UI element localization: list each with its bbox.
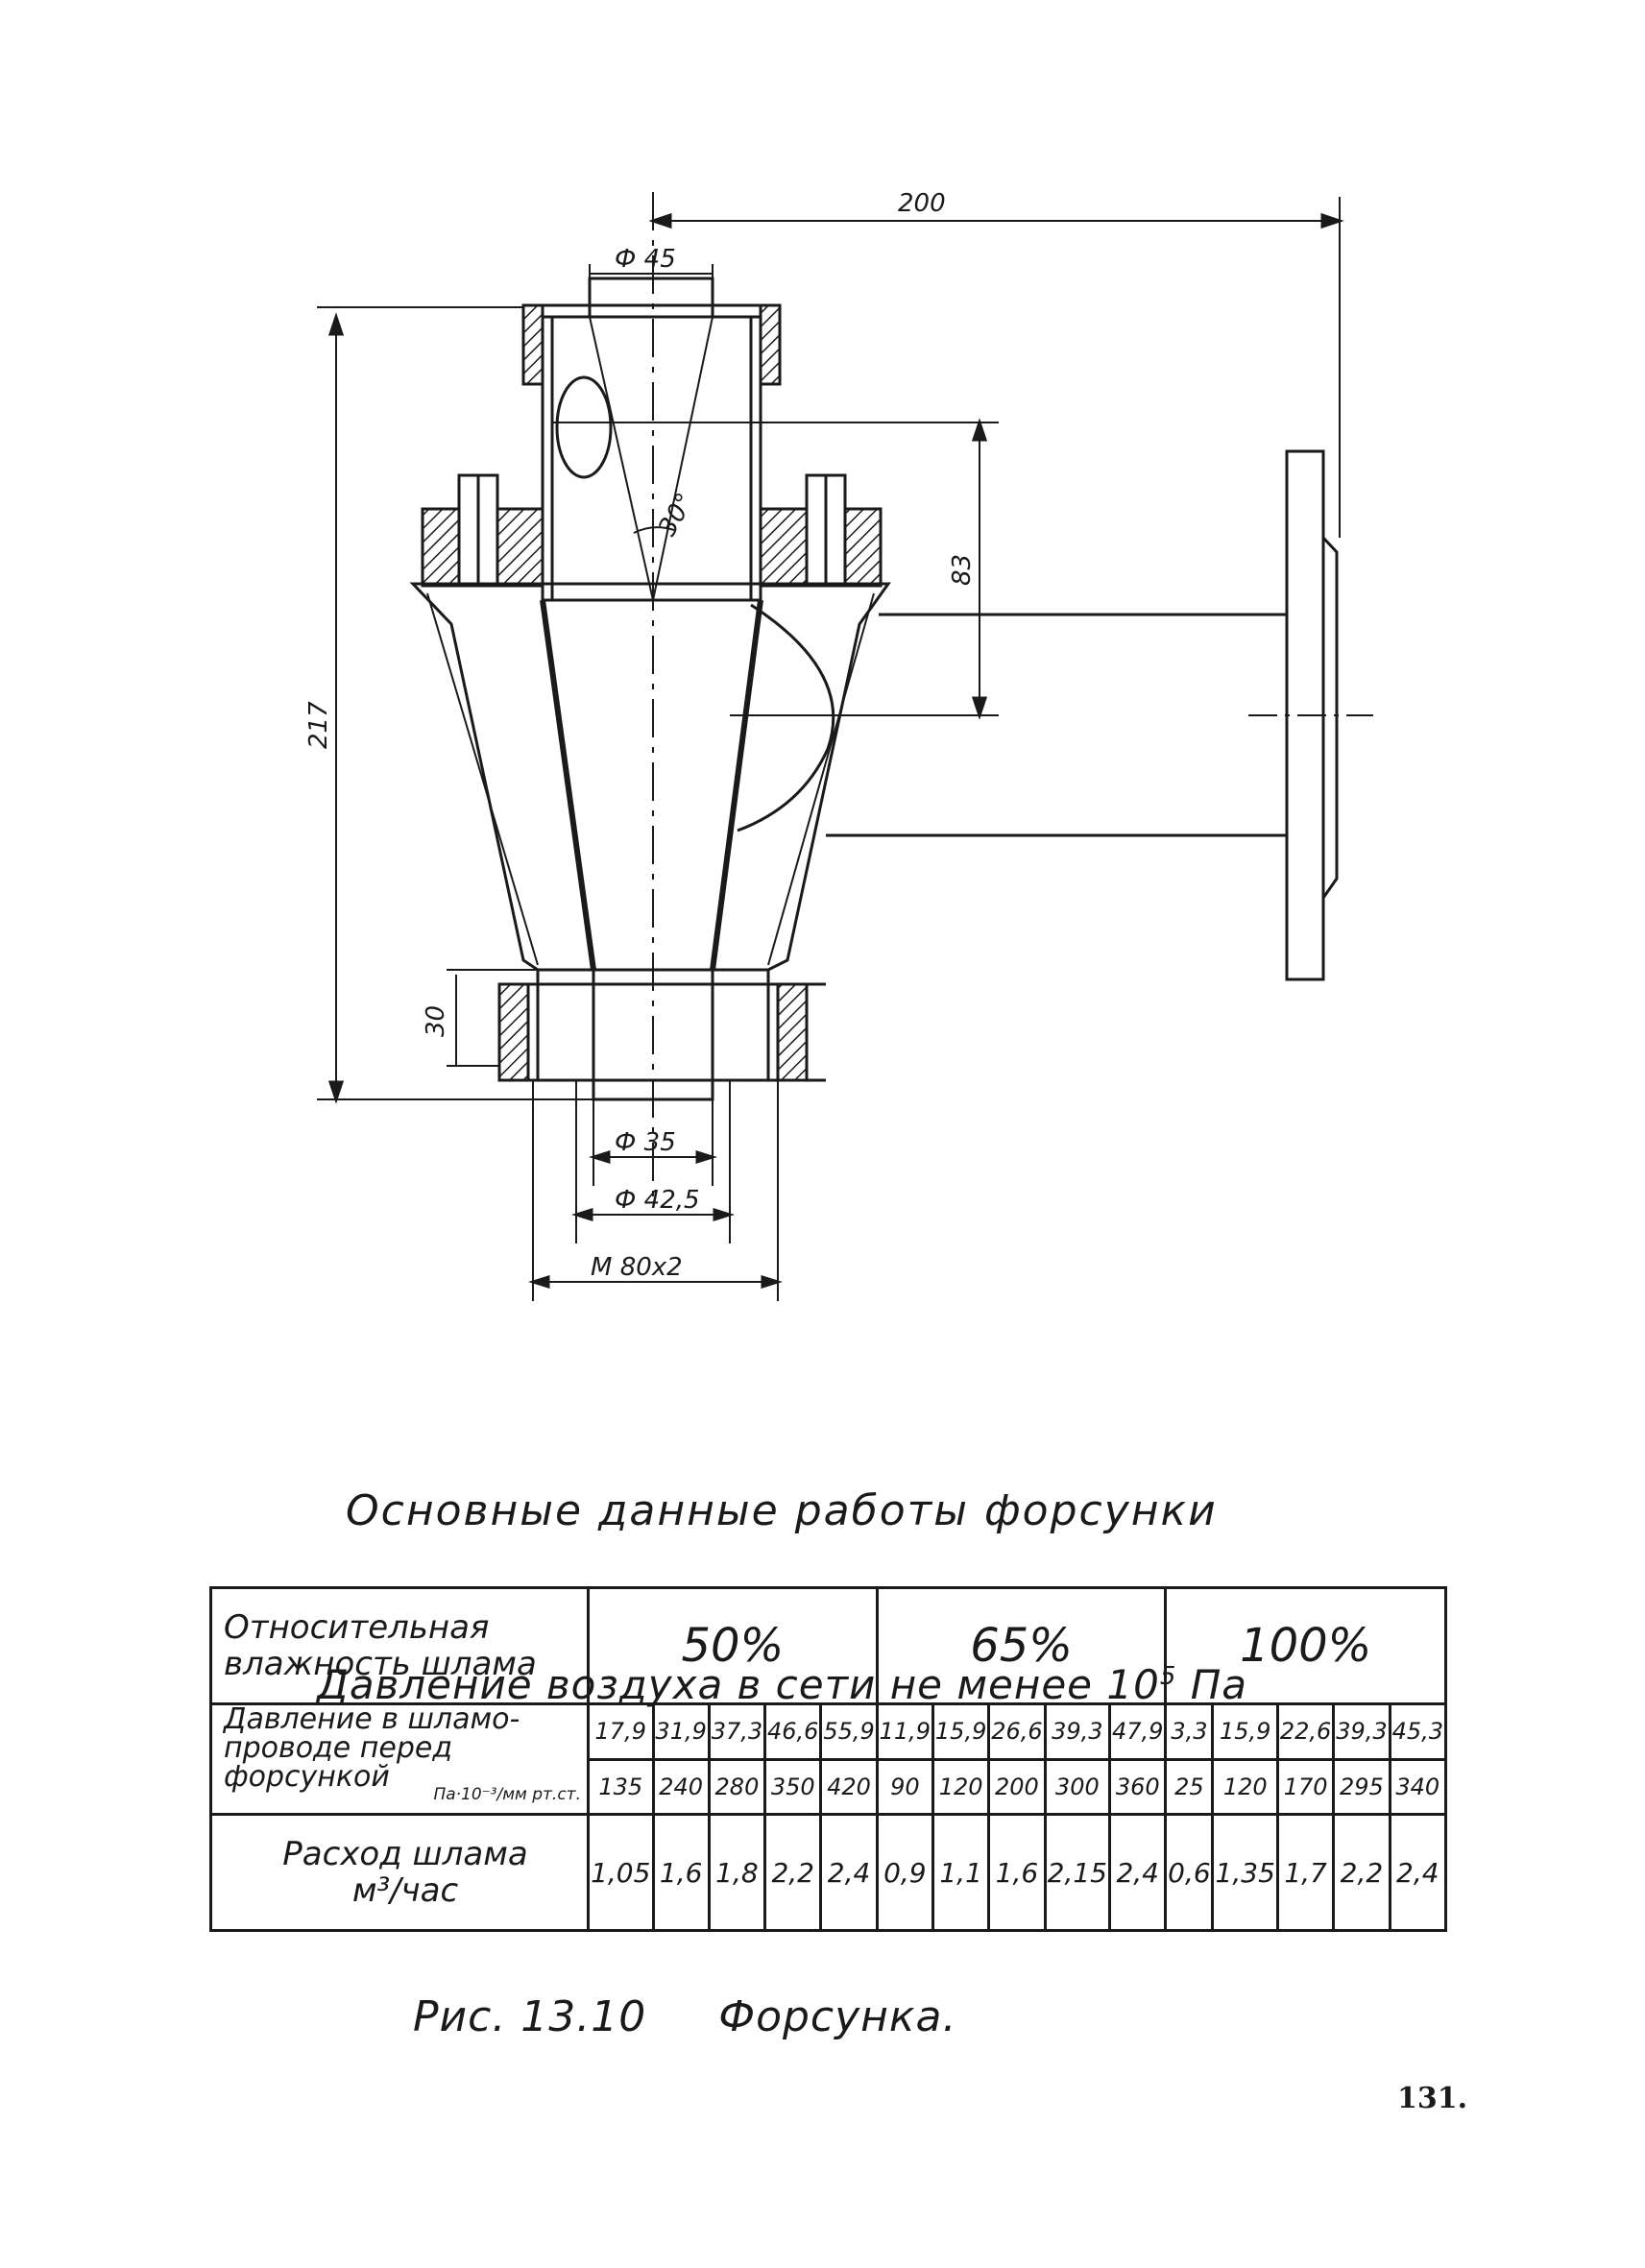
dim-angle30: 30° bbox=[653, 489, 700, 542]
dim-200: 200 bbox=[898, 189, 946, 218]
pressure-pa-cell: 26,6 bbox=[987, 1702, 1047, 1761]
pressure-mm-cell: 120 bbox=[1211, 1757, 1279, 1816]
flow-label-cell: Расход шлама м³/час bbox=[209, 1813, 590, 1932]
flow-cell: 2,2 bbox=[1332, 1813, 1391, 1932]
pressure-pa-cell: 37,3 bbox=[707, 1702, 767, 1761]
top-nozzle bbox=[588, 277, 714, 319]
pressure-pa-cell: 3,3 bbox=[1164, 1702, 1215, 1761]
pressure-pa-cell: 17,9 bbox=[587, 1702, 655, 1761]
flow-cell: 1,35 bbox=[1211, 1813, 1279, 1932]
inlet-hole bbox=[555, 375, 613, 479]
pressure-pa-cell: 39,3 bbox=[1332, 1702, 1391, 1761]
flow-cell: 2,4 bbox=[1388, 1813, 1448, 1932]
dim-217: 217 bbox=[304, 701, 333, 749]
pressure-mm-cell: 200 bbox=[987, 1757, 1047, 1816]
group-50: 50% bbox=[587, 1586, 879, 1705]
pressure-pa-cell: 15,9 bbox=[1211, 1702, 1279, 1761]
air-note-exponent: 5 bbox=[1159, 1662, 1177, 1691]
pressure-mm-cell: 120 bbox=[931, 1757, 991, 1816]
air-note-text: Давление воздуха в сети не менее 10 bbox=[317, 1661, 1160, 1708]
pressure-pa-cell: 31,9 bbox=[651, 1702, 711, 1761]
pressure-mm-cell: 420 bbox=[819, 1757, 879, 1816]
dim-83: 83 bbox=[948, 554, 977, 586]
pressure-mm-cell: 280 bbox=[707, 1757, 767, 1816]
air-pressure-note: Давление воздуха в сети не менее 105 Па bbox=[317, 1661, 1247, 1708]
pressure-mm-cell: 360 bbox=[1108, 1757, 1168, 1816]
pressure-mm-cell: 170 bbox=[1275, 1757, 1336, 1816]
flow-label-line1: Расход шлама bbox=[282, 1835, 528, 1873]
top-nut-right bbox=[759, 303, 782, 386]
page-number: 131. bbox=[1397, 2082, 1468, 2115]
inner-wall-right bbox=[710, 599, 763, 971]
pressure-label-cell: Давление в шламо- проводе перед форсунко… bbox=[209, 1702, 590, 1816]
pressure-pa-cell: 47,9 bbox=[1108, 1702, 1168, 1761]
flow-cell: 2,15 bbox=[1043, 1813, 1112, 1932]
air-note-unit: Па bbox=[1190, 1661, 1248, 1708]
humidity-label-line2: влажность шлама bbox=[224, 1645, 537, 1683]
dim-m80: М 80х2 bbox=[591, 1253, 683, 1282]
table-row: 135 240 280 350 420 90 120 200 300 360 2… bbox=[211, 1757, 1448, 1816]
group-65: 65% bbox=[875, 1586, 1168, 1705]
pressure-pa-cell: 46,6 bbox=[763, 1702, 823, 1761]
flow-cell: 1,6 bbox=[987, 1813, 1047, 1932]
group-100: 100% bbox=[1164, 1586, 1447, 1705]
top-nut-left bbox=[521, 303, 544, 386]
bottom-nozzle bbox=[592, 968, 714, 1101]
flow-cell: 1,05 bbox=[587, 1813, 655, 1932]
flow-cell: 2,4 bbox=[1108, 1813, 1168, 1932]
flow-cell: 1,7 bbox=[1275, 1813, 1336, 1932]
angle-arc bbox=[633, 526, 675, 534]
pressure-mm-cell: 350 bbox=[763, 1757, 823, 1816]
pressure-pa-cell: 45,3 bbox=[1388, 1702, 1448, 1761]
pressure-mm-cell: 240 bbox=[651, 1757, 711, 1816]
humidity-label-line1: Относительная bbox=[224, 1608, 490, 1647]
performance-table: Относительная влажность шлама 50% 65% 10… bbox=[209, 1586, 1448, 1932]
flow-cell: 0,6 bbox=[1164, 1813, 1215, 1932]
dim-phi42-5: Ф 42,5 bbox=[615, 1186, 700, 1215]
pressure-pa-cell: 22,6 bbox=[1275, 1702, 1336, 1761]
pressure-mm-cell: 90 bbox=[875, 1757, 934, 1816]
side-outlet-arc bbox=[737, 603, 835, 832]
table-row: Расход шлама м³/час 1,05 1,6 1,8 2,2 2,4… bbox=[209, 1813, 1448, 1932]
table-title: Основные данные работы форсунки bbox=[346, 1486, 1218, 1535]
flow-label-line2: м³/час bbox=[351, 1871, 459, 1910]
pressure-pa-cell: 11,9 bbox=[875, 1702, 934, 1761]
table-row: Относительная влажность шлама 50% 65% 10… bbox=[209, 1586, 1447, 1705]
pressure-pa-cell: 15,9 bbox=[931, 1702, 991, 1761]
bottom-nut-left bbox=[497, 982, 530, 1082]
flow-cell: 2,2 bbox=[763, 1813, 823, 1932]
humidity-label-cell: Относительная влажность шлама bbox=[209, 1586, 590, 1705]
flow-cell: 1,8 bbox=[707, 1813, 767, 1932]
pressure-mm-cell: 340 bbox=[1388, 1757, 1448, 1816]
table-row: Давление в шламо- проводе перед форсунко… bbox=[209, 1702, 1448, 1816]
pressure-label-line1: Давление в шламо- bbox=[224, 1702, 520, 1736]
pressure-pa-cell: 55,9 bbox=[819, 1702, 879, 1761]
pressure-pa-cell: 39,3 bbox=[1043, 1702, 1112, 1761]
flow-cell: 1,1 bbox=[931, 1813, 991, 1932]
upper-tube bbox=[541, 315, 762, 602]
figure-caption: Рис. 13.10 Форсунка. bbox=[413, 1992, 957, 2041]
dim-phi45: Ф 45 bbox=[615, 245, 676, 274]
flow-cell: 1,6 bbox=[651, 1813, 711, 1932]
outer-cone bbox=[409, 582, 891, 972]
nozzle-drawing: Ф 45 200 217 83 30° 30 Ф 35 Ф 42,5 М 80х… bbox=[304, 189, 1373, 1301]
pressure-mm-cell: 25 bbox=[1164, 1757, 1215, 1816]
pressure-mm-cell: 135 bbox=[587, 1757, 655, 1816]
bottom-nut-right bbox=[776, 982, 809, 1082]
flow-cell: 2,4 bbox=[819, 1813, 879, 1932]
dim-30: 30 bbox=[422, 1005, 450, 1037]
pressure-label-line2: проводе перед форсункой bbox=[224, 1731, 453, 1794]
inner-wall-left bbox=[540, 599, 596, 971]
flow-cell: 0,9 bbox=[875, 1813, 934, 1932]
pressure-mm-cell: 300 bbox=[1043, 1757, 1112, 1816]
pressure-units: Па·10⁻³/мм рт.ст. bbox=[433, 1785, 581, 1804]
pressure-mm-cell: 295 bbox=[1332, 1757, 1391, 1816]
dim-phi35: Ф 35 bbox=[615, 1128, 676, 1157]
